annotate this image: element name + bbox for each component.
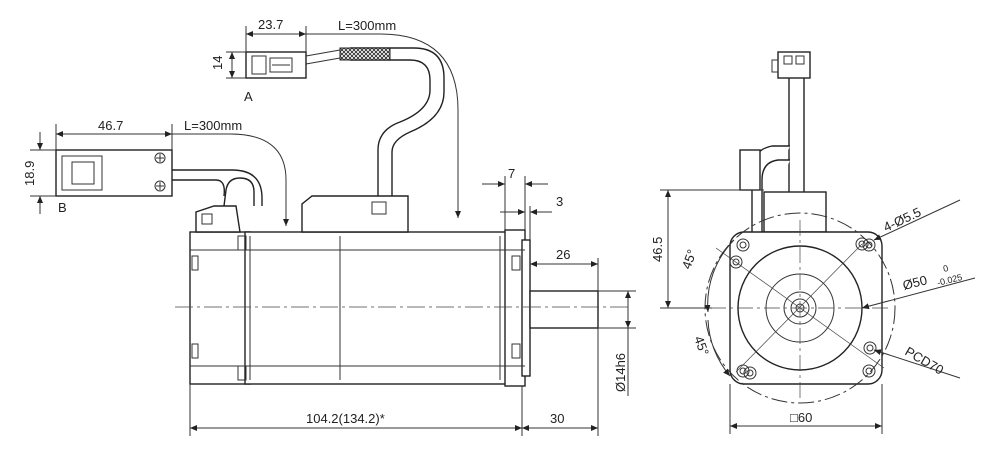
angle-top-label: 45°: [679, 247, 700, 271]
connector-a: [245, 51, 307, 79]
shaft: [175, 290, 630, 329]
pcd-label: PCD70: [903, 344, 947, 378]
connector-b-label: B: [58, 200, 67, 215]
mount-holes-label: 4-Ø5.5: [881, 204, 923, 234]
dim-mount-holes: 4-Ø5.5: [873, 199, 961, 241]
dim-body-length: 104.2(134.2)* 30: [189, 328, 599, 436]
flange-square-label: □60: [790, 410, 812, 425]
cable-b: [172, 169, 263, 207]
dim-connector-a-height: 14 A: [210, 51, 253, 104]
dim-spigot-depth-label: 3: [556, 194, 563, 209]
dim-flange-thickness-label: 7: [508, 166, 515, 181]
dim-connector-a-height-label: 14: [210, 56, 225, 70]
dim-angles: 45° 45°: [679, 239, 735, 377]
spigot-tol-lower: -0.025: [936, 272, 963, 288]
dim-connector-b-width: 46.7: [55, 118, 173, 150]
dim-connector-b-height: 18.9 B: [22, 132, 67, 215]
spigot-tol-upper: 0: [942, 263, 949, 274]
front-cable: [739, 51, 827, 233]
dim-connector-a-width: 23.7: [245, 17, 307, 52]
connector-b: [55, 149, 173, 197]
dim-shaft-length-label: 26: [556, 247, 570, 262]
dim-cable-b-length: L=300mm: [172, 118, 289, 226]
side-view: 23.7 L=300mm 14 A 46.7 L=300mm: [22, 17, 636, 436]
cable-a: [305, 47, 445, 196]
dim-connector-b-width-label: 46.7: [98, 118, 123, 133]
dim-shaft-diameter-label: Ø14h6: [613, 353, 628, 392]
motor-body: [189, 195, 531, 387]
dim-flange-thickness: 7: [482, 166, 548, 230]
dim-body-length-label: 104.2(134.2)*: [306, 411, 385, 426]
dim-flange-square: □60: [729, 384, 883, 434]
dim-connector-a-width-label: 23.7: [258, 17, 283, 32]
dim-connector-b-height-label: 18.9: [22, 161, 37, 186]
dim-pcd: PCD70: [873, 344, 961, 379]
dim-height: 46.5: [650, 189, 764, 309]
angle-bottom-label: 45°: [691, 334, 712, 358]
connector-a-label: A: [244, 89, 253, 104]
dim-height-label: 46.5: [650, 237, 665, 262]
dim-cable-a-length: L=300mm: [306, 18, 461, 218]
dim-shaft-length: 26: [530, 247, 599, 291]
dim-cable-a-length-label: L=300mm: [338, 18, 396, 33]
dim-shaft-diameter: Ø14h6: [598, 290, 636, 396]
dim-cable-b-length-label: L=300mm: [184, 118, 242, 133]
dim-shaft-extension-label: 30: [550, 411, 564, 426]
spigot-label: Ø50: [901, 272, 928, 293]
front-view: 46.5 45° 45° 4-Ø5.5 Ø50 0 -0.025 PCD70: [650, 51, 976, 434]
dim-spigot-depth: 3: [500, 194, 563, 240]
